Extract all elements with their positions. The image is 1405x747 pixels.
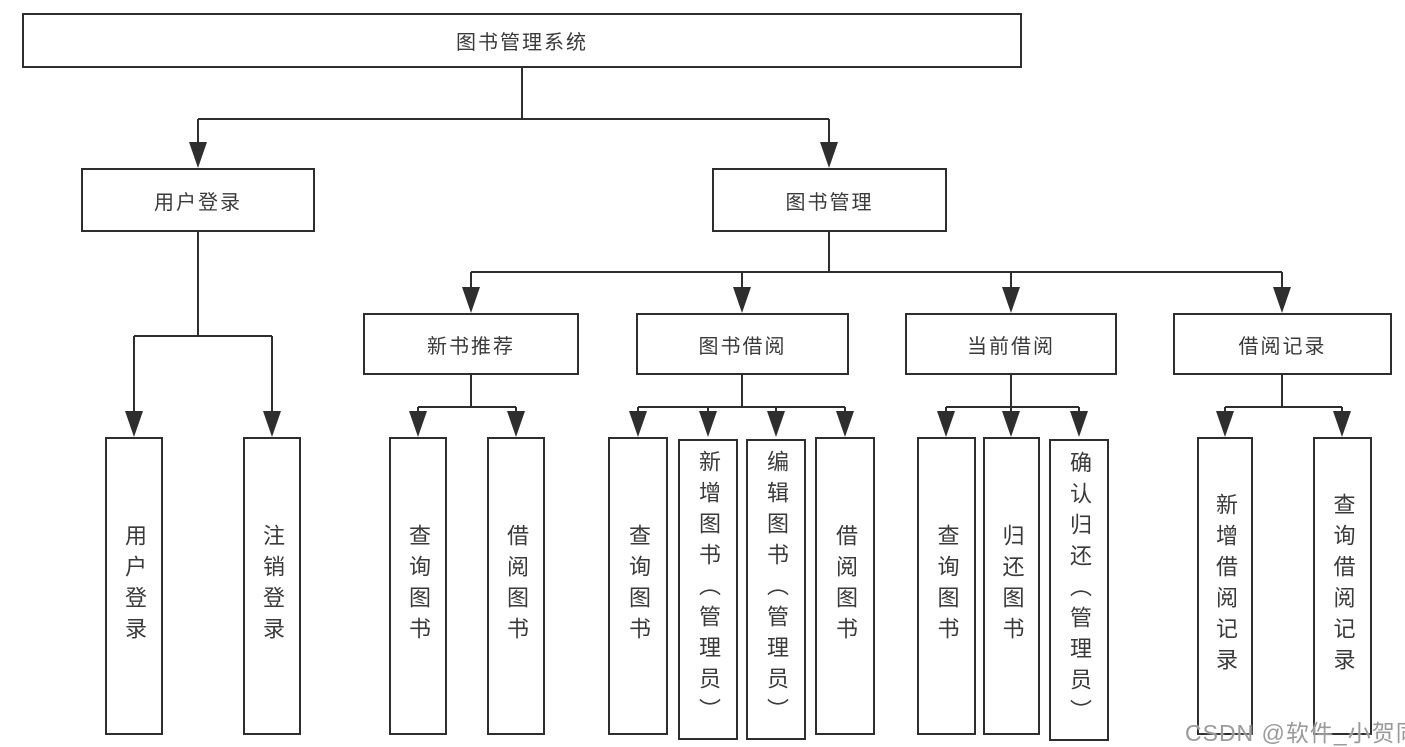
leaf-label: 查询借阅记录 — [1330, 493, 1356, 679]
node-leaf-query-borrow-record: 查询借阅记录 — [1313, 437, 1372, 735]
node-leaf-query-books-recommend: 查询图书 — [389, 437, 447, 735]
leaf-label: 编辑图书（管理员） — [764, 450, 789, 729]
leaf-label: 注销登录 — [260, 524, 285, 648]
node-leaf-user-login: 用户登录 — [105, 437, 163, 735]
node-leaf-borrow-books: 借阅图书 — [815, 437, 875, 735]
leaf-label: 归还图书 — [999, 524, 1025, 648]
leaf-label: 确认归还（管理员） — [1067, 450, 1092, 730]
node-leaf-edit-books-admin: 编辑图书（管理员） — [746, 439, 806, 740]
node-leaf-query-books-borrow: 查询图书 — [608, 437, 668, 735]
node-leaf-logout: 注销登录 — [243, 437, 301, 735]
leaf-label: 借阅图书 — [504, 524, 529, 648]
node-book-management: 图书管理 — [712, 168, 947, 232]
leaf-label: 新增图书（管理员） — [696, 450, 721, 729]
arrowheads — [125, 142, 1351, 437]
leaf-label: 查询图书 — [934, 524, 960, 648]
leaf-label: 查询图书 — [626, 524, 651, 648]
leaf-label: 用户登录 — [122, 524, 147, 648]
node-new-book-recommendation: 新书推荐 — [363, 313, 579, 375]
node-leaf-add-borrow-record: 新增借阅记录 — [1197, 437, 1253, 735]
node-leaf-return-books: 归还图书 — [983, 437, 1040, 735]
node-library-management-system: 图书管理系统 — [22, 13, 1022, 68]
node-borrowing-records: 借阅记录 — [1173, 313, 1392, 375]
node-current-borrowing: 当前借阅 — [905, 313, 1117, 375]
leaf-label: 新增借阅记录 — [1213, 493, 1238, 679]
node-leaf-add-books-admin: 新增图书（管理员） — [678, 439, 738, 740]
node-leaf-confirm-return-admin: 确认归还（管理员） — [1049, 439, 1109, 741]
watermark-text: CSDN @软件_小贺同学 — [1185, 720, 1405, 746]
leaf-label: 查询图书 — [406, 524, 431, 648]
node-user-login: 用户登录 — [81, 168, 315, 232]
leaf-label: 借阅图书 — [833, 524, 858, 648]
node-leaf-query-books-current: 查询图书 — [917, 437, 976, 735]
node-book-borrowing: 图书借阅 — [636, 313, 849, 375]
node-leaf-borrow-books-recommend: 借阅图书 — [487, 437, 545, 735]
